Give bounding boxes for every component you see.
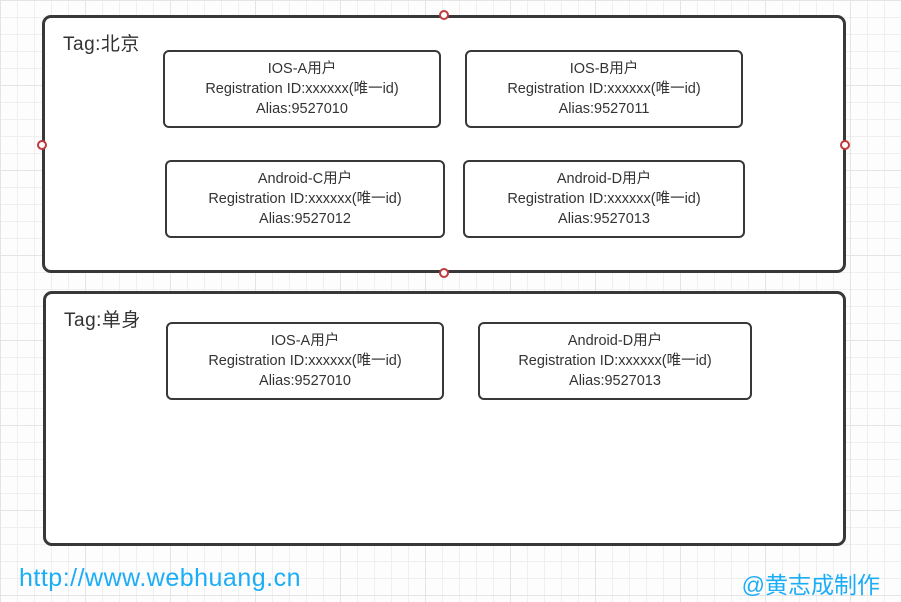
tag-group-beijing[interactable]: Tag:北京 IOS-A用户 Registration ID:xxxxxx(唯一… [42, 15, 846, 273]
user-card-title: IOS-A用户 [267, 61, 337, 77]
selection-handle-bottom[interactable] [439, 268, 449, 278]
user-card-alias: Alias:9527012 [259, 211, 351, 227]
user-card-title: Android-D用户 [567, 333, 663, 349]
user-card-alias: Alias:9527010 [259, 373, 351, 389]
website-link[interactable]: http://www.webhuang.cn [19, 564, 301, 592]
user-card-ios-b[interactable]: IOS-B用户 Registration ID:xxxxxx(唯一id) Ali… [465, 50, 743, 128]
user-card-registration: Registration ID:xxxxxx(唯一id) [507, 81, 701, 97]
user-card-registration: Registration ID:xxxxxx(唯一id) [518, 353, 712, 369]
user-card-alias: Alias:9527013 [558, 211, 650, 227]
tag-group-label: Tag:单身 [64, 310, 141, 331]
user-card-android-d[interactable]: Android-D用户 Registration ID:xxxxxx(唯一id)… [478, 322, 752, 400]
tag-group-label: Tag:北京 [63, 34, 140, 55]
user-card-title: IOS-B用户 [569, 61, 639, 77]
user-card-registration: Registration ID:xxxxxx(唯一id) [507, 191, 701, 207]
user-card-title: IOS-A用户 [270, 333, 340, 349]
tag-group-single[interactable]: Tag:单身 IOS-A用户 Registration ID:xxxxxx(唯一… [43, 291, 846, 546]
selection-handle-top[interactable] [439, 10, 449, 20]
user-card-title: Android-C用户 [257, 171, 353, 187]
user-card-registration: Registration ID:xxxxxx(唯一id) [205, 81, 399, 97]
selection-handle-right[interactable] [840, 140, 850, 150]
user-card-title: Android-D用户 [556, 171, 652, 187]
user-card-android-c[interactable]: Android-C用户 Registration ID:xxxxxx(唯一id)… [165, 160, 445, 238]
user-card-registration: Registration ID:xxxxxx(唯一id) [208, 353, 402, 369]
user-card-alias: Alias:9527013 [569, 373, 661, 389]
user-card-alias: Alias:9527011 [558, 101, 650, 117]
user-card-ios-a[interactable]: IOS-A用户 Registration ID:xxxxxx(唯一id) Ali… [166, 322, 444, 400]
user-card-registration: Registration ID:xxxxxx(唯一id) [208, 191, 402, 207]
user-card-android-d[interactable]: Android-D用户 Registration ID:xxxxxx(唯一id)… [463, 160, 745, 238]
user-card-ios-a[interactable]: IOS-A用户 Registration ID:xxxxxx(唯一id) Ali… [163, 50, 441, 128]
user-card-alias: Alias:9527010 [256, 101, 348, 117]
author-credit: @黄志成制作 [741, 572, 880, 598]
selection-handle-left[interactable] [37, 140, 47, 150]
